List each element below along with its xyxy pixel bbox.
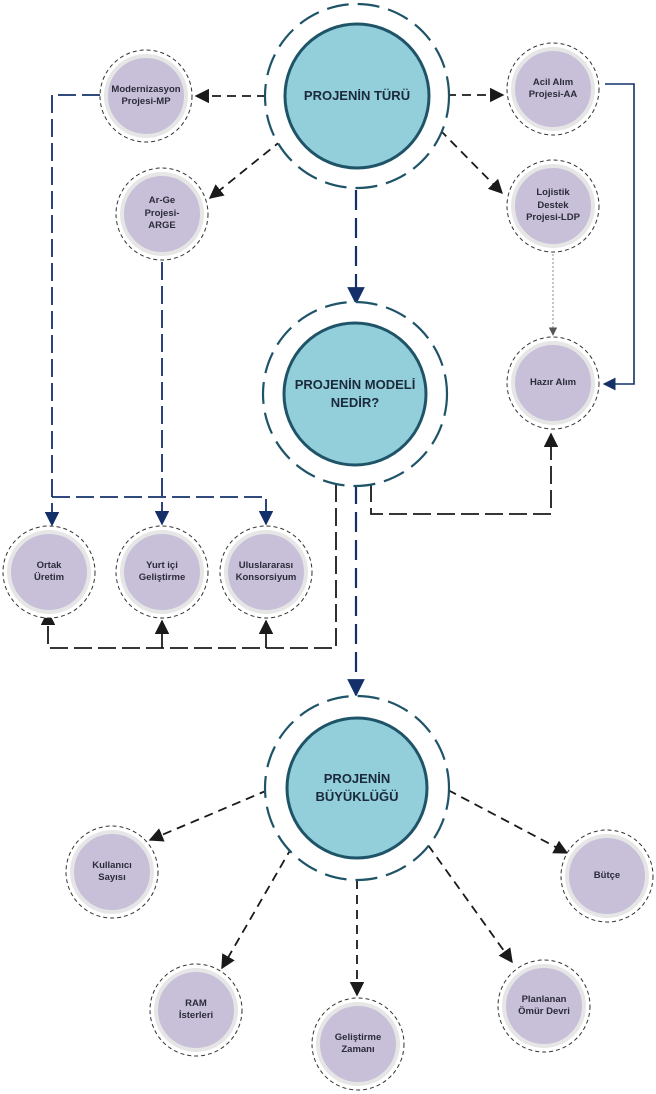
node-gelistirme-zamani xyxy=(311,997,405,1091)
connector-bus-to-uluslararasi xyxy=(52,496,274,526)
connector-modeli-to-hazir-alim xyxy=(370,432,559,515)
node-lojistik xyxy=(506,159,600,253)
connector-modernizasyon-to-ortak-uretim xyxy=(44,94,100,527)
arrow-buyuklugu-to-kullanici xyxy=(148,789,269,842)
node-acil-alim xyxy=(506,42,600,136)
node-projenin-modeli xyxy=(261,300,449,488)
node-ortak-uretim xyxy=(2,525,96,619)
node-omur-devri xyxy=(497,959,591,1053)
node-butce xyxy=(560,829,654,923)
node-hazir-alim xyxy=(506,336,600,430)
connector-modeli-to-options-bottom xyxy=(40,484,337,649)
node-kullanici xyxy=(65,825,159,919)
node-modernizasyon xyxy=(99,49,193,143)
arrow-turu-to-arge xyxy=(208,139,283,199)
arrow-turu-to-lojistik xyxy=(439,129,504,195)
arrow-buyuklugu-to-ram xyxy=(221,846,293,970)
arrow-buyuklugu-to-omur-devri xyxy=(427,844,513,964)
node-projenin-buyuklugu xyxy=(263,694,451,882)
connector-acil-alim-to-hazir-alim xyxy=(602,83,635,391)
node-ram xyxy=(149,963,243,1057)
arrow-buyuklugu-to-butce xyxy=(447,789,569,854)
connectors xyxy=(40,83,635,997)
node-yurt-ici xyxy=(115,525,209,619)
node-arge xyxy=(115,167,209,261)
node-projenin-turu xyxy=(263,2,451,190)
node-uluslararasi xyxy=(219,525,313,619)
